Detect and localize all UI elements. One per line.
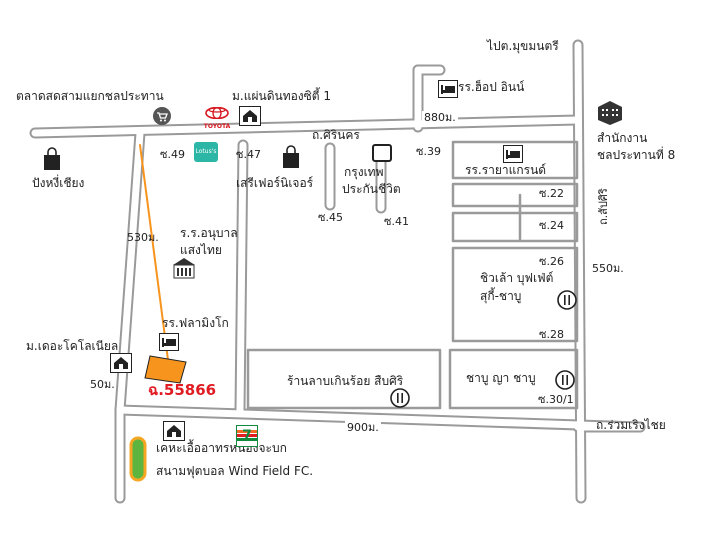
house-icon bbox=[239, 106, 261, 126]
route-to-plot bbox=[139, 144, 169, 361]
restaurant-icon bbox=[557, 290, 577, 310]
label-soi-26: ซ.26 bbox=[539, 255, 564, 268]
label-krungthep-life: กรุงเทพ bbox=[344, 165, 384, 179]
label-distance-550: 550ม. bbox=[592, 262, 624, 275]
label-kindergarten: ร.ร.อนุบาล bbox=[180, 226, 238, 240]
label-soi-24: ซ.24 bbox=[539, 219, 564, 232]
block-soi-24 bbox=[451, 211, 579, 243]
road-bottom bbox=[116, 406, 644, 431]
seven-text: 7 bbox=[242, 428, 252, 444]
restaurant-icon bbox=[555, 370, 575, 390]
label-hotel-flamingo: รร.ฟลามิงโก bbox=[162, 316, 229, 330]
label-office: สำนักงาน bbox=[597, 131, 648, 145]
square-marker-icon bbox=[372, 144, 392, 162]
label-distance-530: 530ม. bbox=[127, 231, 159, 244]
label-buffet-2: สุกี้-ชาบู bbox=[480, 289, 522, 303]
label-soi-30-1: ซ.30/1 bbox=[538, 393, 574, 406]
label-distance-50: 50ม. bbox=[90, 378, 115, 391]
label-hotel-raya: รร.รายาแกรนด์ bbox=[465, 163, 547, 177]
label-market: ตลาดสดสามแยกชลประทาน bbox=[16, 89, 164, 103]
label-buffet: ชิวเล้า บุฟเฟ่ต์ bbox=[480, 271, 554, 285]
label-restaurant-lab: ร้านลาบเกินร้อย สืบศิริ bbox=[287, 374, 404, 388]
shopping-bag-icon bbox=[283, 145, 299, 168]
cart-icon bbox=[153, 107, 171, 125]
label-hotel-hop-inn: รร.ฮ็อป อินน์ bbox=[458, 80, 525, 94]
label-office-2: ชลประทานที่ 8 bbox=[597, 148, 676, 162]
lotus-logo: Lotus's bbox=[194, 142, 218, 162]
office-building-icon bbox=[598, 101, 622, 125]
label-village-paendin: ม.แผ่นดินทองซิตี้ 1 bbox=[232, 89, 332, 103]
label-apartment: เคหะเอื้ออาทรหนองจะบก bbox=[156, 441, 287, 455]
label-to-mukdahan: ไปต.มุขมนตรี bbox=[487, 39, 559, 53]
label-distance-900: 900ม. bbox=[345, 421, 381, 435]
label-soi-28: ซ.28 bbox=[539, 328, 564, 341]
block-shabu bbox=[448, 348, 579, 410]
label-shabu: ชาบู ญา ชาบู bbox=[466, 371, 536, 385]
label-football-field: สนามฟุตบอล Wind Field FC. bbox=[156, 464, 314, 478]
label-sapsiri-road: ถ.สัปศิริ bbox=[597, 188, 610, 225]
block-hotel-raya bbox=[451, 140, 579, 180]
land-plot bbox=[144, 355, 187, 384]
main-road-top bbox=[31, 116, 582, 137]
shopping-bag-icon bbox=[44, 147, 60, 170]
label-village-colonial: ม.เดอะโคโลเนียล bbox=[26, 339, 119, 353]
label-plot-code: ฉ.55866 bbox=[148, 381, 217, 399]
seven-eleven-logo: 7 bbox=[236, 425, 258, 447]
block-soi-26-28 bbox=[451, 246, 579, 343]
label-soi-39: ซ.39 bbox=[416, 145, 441, 158]
block-restaurant-lab bbox=[246, 348, 442, 410]
label-krungthep-life-2: ประกันชีวิต bbox=[342, 182, 401, 196]
label-soi-49: ซ.49 bbox=[160, 148, 185, 161]
label-furniture: เสรีเฟอร์นิเจอร์ bbox=[236, 176, 314, 190]
house-icon bbox=[110, 353, 132, 373]
label-soi-47: ซ.47 bbox=[236, 148, 261, 161]
toyota-text: TOYOTA bbox=[203, 123, 231, 130]
football-field-icon bbox=[129, 436, 147, 482]
house-icon bbox=[163, 421, 185, 441]
block-soi-22 bbox=[451, 182, 579, 208]
label-soi-45: ซ.45 bbox=[318, 211, 343, 224]
label-soi-22: ซ.22 bbox=[539, 187, 564, 200]
toyota-logo: TOYOTA bbox=[200, 104, 234, 130]
label-soi-41: ซ.41 bbox=[384, 215, 409, 228]
label-sirinakhon-road: ถ.ศิรินคร bbox=[312, 128, 360, 142]
label-ruamruengchai-road: ถ.ร่วมเริงไชย bbox=[596, 418, 666, 432]
label-bakery: ปังหงี่เชียง bbox=[32, 176, 85, 190]
restaurant-icon bbox=[390, 388, 410, 408]
school-icon bbox=[173, 258, 195, 279]
label-distance-880: 880ม. bbox=[422, 111, 458, 125]
bed-icon bbox=[438, 80, 458, 98]
bed-icon bbox=[503, 145, 523, 163]
road-soi-47 bbox=[236, 141, 247, 414]
bed-icon bbox=[159, 333, 179, 351]
label-kindergarten-2: แสงไทย bbox=[180, 243, 222, 257]
